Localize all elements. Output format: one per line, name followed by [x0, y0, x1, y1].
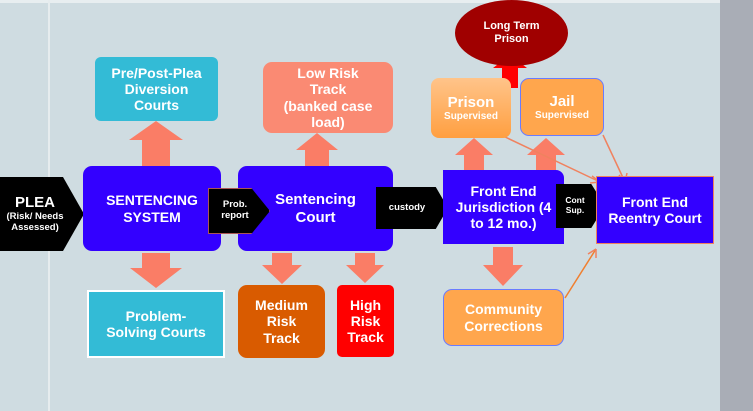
slide-top-edge	[0, 0, 720, 3]
jail-subtitle: Supervised	[535, 109, 589, 121]
high-risk-track-node: High Risk Track	[337, 285, 394, 357]
sentencing-system-node: SENTENCING SYSTEM	[83, 166, 221, 251]
long-term-prison-node: Long Term Prison	[455, 0, 568, 66]
front-end-jurisdiction-node: Front End Jurisdiction (4 to 12 mo.)	[443, 170, 564, 244]
diversion-courts-node: Pre/Post-Plea Diversion Courts	[95, 57, 218, 121]
arrow-up-jail	[527, 138, 565, 170]
arrow-down-problem-solving	[130, 253, 182, 288]
scrollbar-area[interactable]	[720, 0, 753, 411]
arrow-down-community	[483, 247, 523, 286]
prison-subtitle: Supervised	[444, 110, 498, 122]
line-prison-to-reentry	[502, 135, 601, 183]
plea-title: PLEA	[14, 194, 55, 212]
community-corrections-node: Community Corrections	[443, 289, 564, 346]
low-risk-track-node: Low Risk Track (banked case load)	[263, 62, 393, 133]
problem-solving-courts-node: Problem-Solving Courts	[87, 290, 225, 358]
plea-subtitle: (Risk/ Needs Assessed)	[6, 210, 64, 233]
line-jail-to-reentry	[602, 134, 626, 183]
custody-connector: custody	[376, 187, 448, 229]
arrow-down-medium	[262, 253, 302, 284]
line-community-to-reentry	[564, 248, 597, 299]
arrow-up-low-risk	[296, 133, 338, 166]
medium-risk-track-node: Medium Risk Track	[238, 285, 325, 358]
jail-node: Jail Supervised	[520, 78, 604, 136]
arrow-down-high	[346, 253, 384, 283]
prison-node: Prison Supervised	[431, 78, 511, 138]
jail-title: Jail	[549, 92, 575, 110]
reentry-court-node: Front End Reentry Court	[596, 176, 714, 244]
arrow-up-diversion	[129, 121, 183, 166]
prison-title: Prison	[447, 93, 495, 111]
arrow-up-prison	[455, 138, 493, 170]
